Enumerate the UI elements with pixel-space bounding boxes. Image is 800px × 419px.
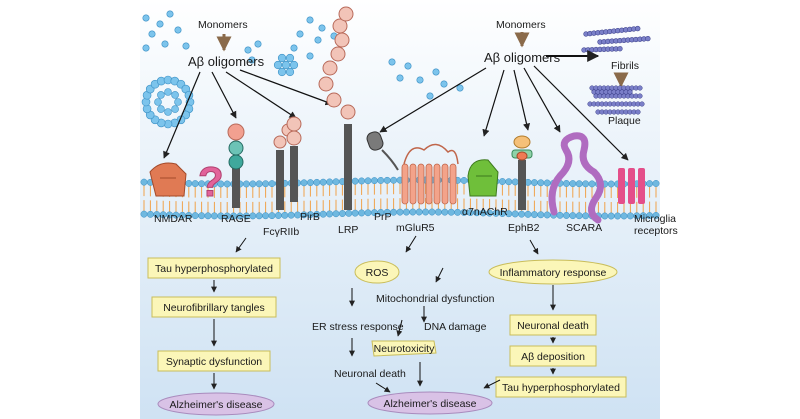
dna-text: DNA damage xyxy=(424,321,487,333)
abdep-text: Aβ deposition xyxy=(521,351,585,363)
pirb-label: PirB xyxy=(300,211,320,223)
to-neurotox-arrow xyxy=(396,319,403,337)
plaque-label: Plaque xyxy=(608,115,641,127)
right-death-text: Neuronal death xyxy=(517,320,589,332)
right-oligomer-arrows xyxy=(379,65,629,161)
inflam-text: Inflammatory response xyxy=(500,267,607,279)
ros-text: ROS xyxy=(366,267,389,279)
fibrils-label: Fibrils xyxy=(611,60,639,72)
pirb-receptor xyxy=(286,116,302,202)
middle-ad-oval xyxy=(367,391,493,415)
fcgriib-label: FcγRIIb xyxy=(263,226,299,238)
left-tangles-text: Neurofibrillary tangles xyxy=(163,302,265,314)
right-tau-to-ad-arrow xyxy=(483,379,501,389)
scara-receptor xyxy=(548,132,604,224)
neurotox-box xyxy=(371,340,437,357)
fibrils-graphic xyxy=(581,25,651,53)
right-tau-box xyxy=(495,376,627,398)
rage-receptor xyxy=(227,123,245,208)
oligomers-left-label: Aβ oligomers xyxy=(188,54,265,69)
left-oligomer-arrows xyxy=(163,69,333,159)
a7nachr-label: α7nAChR xyxy=(462,206,508,218)
to-mito-arrow xyxy=(435,267,444,283)
prp-label: PrP xyxy=(374,211,392,223)
prp-receptor xyxy=(366,131,399,171)
lrp-label: LRP xyxy=(338,224,358,236)
ephb2-to-inflam-arrow xyxy=(529,239,539,255)
a7nachr-receptor xyxy=(467,159,499,197)
oligomer-ring xyxy=(141,75,195,129)
left-ad-text: Alzheimer's disease xyxy=(169,399,262,411)
oligomers-right-label: Aβ oligomers xyxy=(484,50,561,65)
mglur5-label: mGluR5 xyxy=(396,222,435,234)
plaque-graphic xyxy=(587,85,645,115)
unknown-receptor-icon: ? xyxy=(198,158,224,205)
monomers-right-label: Monomers xyxy=(496,19,546,31)
mito-text: Mitochondrial dysfunction xyxy=(376,293,495,305)
mglur5-receptor xyxy=(401,143,459,205)
ephb2-receptor xyxy=(511,135,533,210)
ephb2-label: EphB2 xyxy=(508,222,540,234)
mglur5-to-ros-arrow xyxy=(405,235,417,253)
left-tangles-box xyxy=(151,296,277,318)
middle-ad-text: Alzheimer's disease xyxy=(383,398,476,410)
right-death-box xyxy=(509,314,597,336)
abdep-box xyxy=(509,345,597,367)
oligomer-cluster xyxy=(273,53,299,77)
left-synaptic-text: Synaptic dysfunction xyxy=(166,356,262,368)
rage-label: RAGE xyxy=(221,213,251,225)
scara-label: SCARA xyxy=(566,222,602,234)
left-tau-text: Tau hyperphosphorylated xyxy=(155,263,273,275)
nmdar-receptor xyxy=(149,162,187,197)
receptors: ? xyxy=(149,6,645,224)
er-text: ER stress response xyxy=(312,321,404,333)
microglia-label-1: Microglia xyxy=(634,213,676,225)
microglia-receptors xyxy=(618,168,645,204)
death-to-ad-arrow xyxy=(375,382,391,393)
left-synaptic-box xyxy=(157,350,271,372)
monomers-left-label: Monomers xyxy=(198,19,248,31)
monomer-dots xyxy=(142,10,464,100)
left-tau-box xyxy=(147,257,281,279)
lrp-receptor xyxy=(318,6,356,210)
nmdar-label: NMDAR xyxy=(154,213,193,225)
ros-oval xyxy=(354,260,400,284)
right-tau-text: Tau hyperphosphorylated xyxy=(502,382,620,394)
rage-to-tau-arrow xyxy=(235,237,247,253)
middle-death-text: Neuronal death xyxy=(334,368,406,380)
left-ad-oval xyxy=(157,392,275,416)
neurotox-text: Neurotoxicity xyxy=(374,343,435,355)
microglia-label-2: receptors xyxy=(634,225,678,237)
inflam-oval xyxy=(488,259,618,285)
